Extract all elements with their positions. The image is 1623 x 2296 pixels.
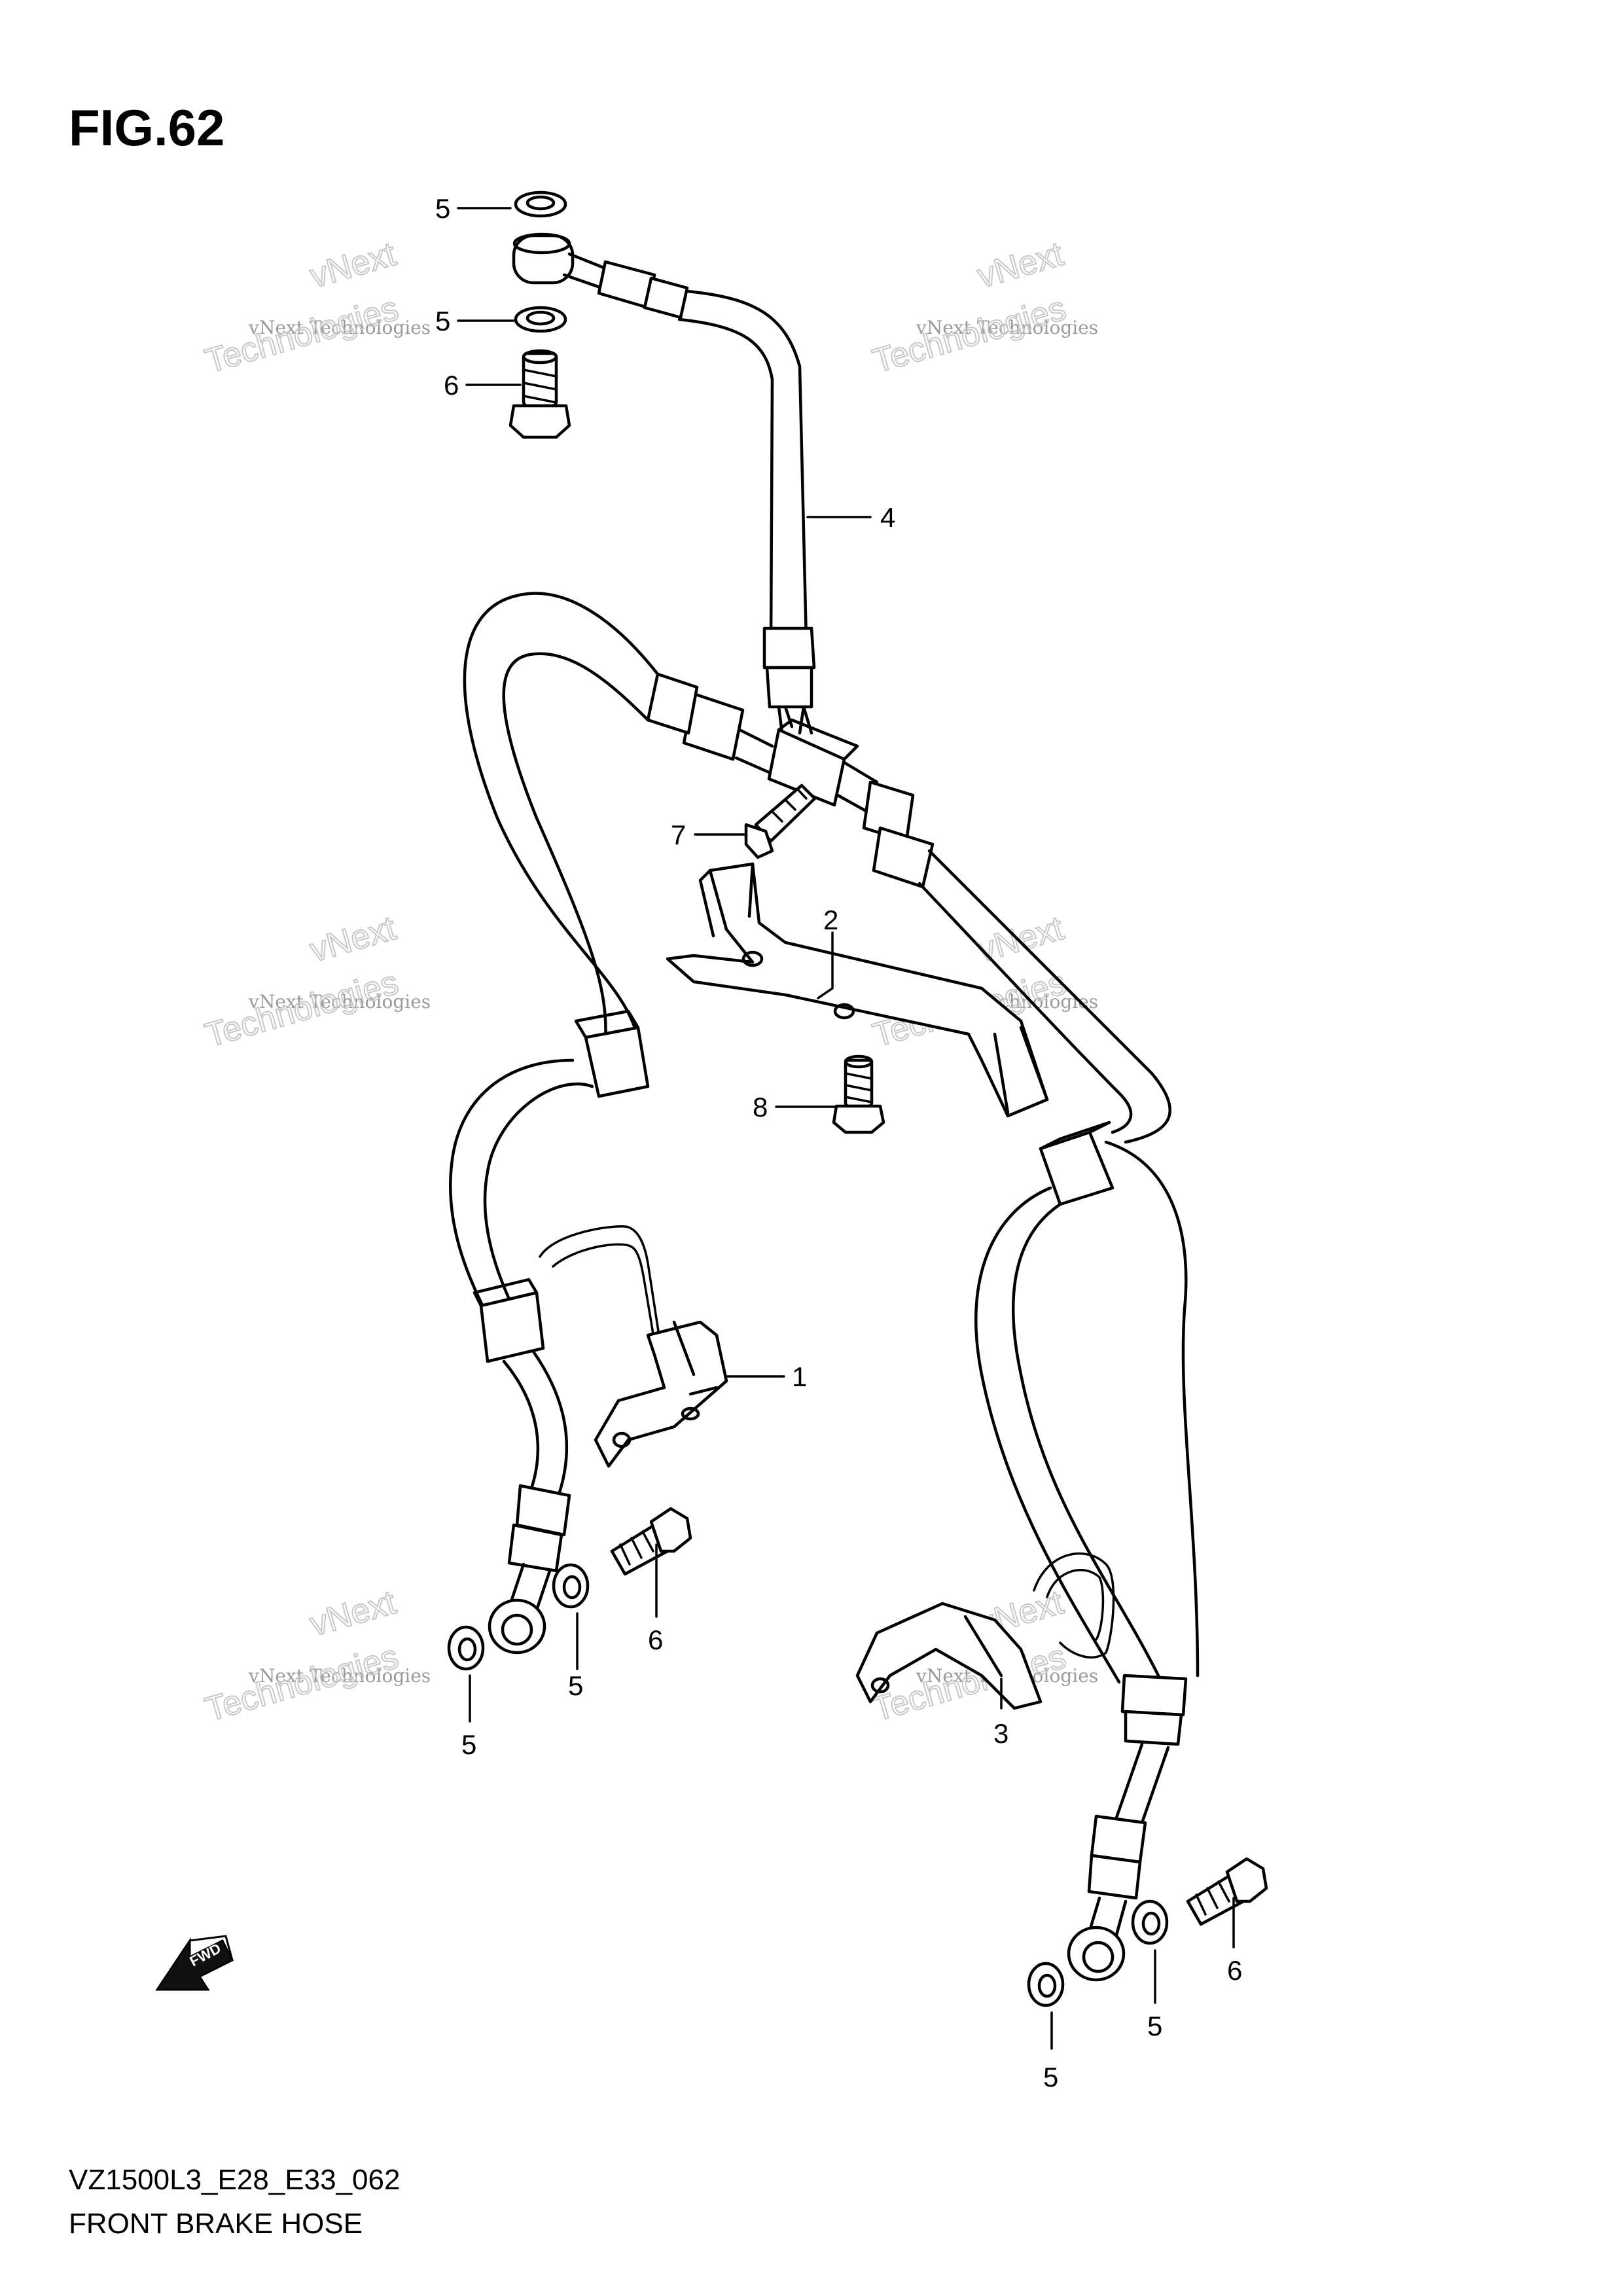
union-bolt-left bbox=[610, 1507, 692, 1576]
union-bolt-top bbox=[508, 349, 571, 439]
callout-3: 3 bbox=[993, 1718, 1008, 1749]
callout-6-right: 6 bbox=[1227, 1955, 1242, 1986]
washer-left-2 bbox=[447, 1625, 485, 1671]
callout-2: 2 bbox=[823, 905, 838, 935]
fwd-arrow-icon: FWD bbox=[155, 1935, 234, 1991]
callout-4: 4 bbox=[880, 502, 895, 533]
callout-5-left-lower: 5 bbox=[461, 1729, 476, 1760]
watermark-logo-line1: vNext bbox=[306, 909, 400, 970]
watermark-group: vNext Technologies vNext Technologies vN… bbox=[200, 234, 1098, 1730]
upper-brake-hose bbox=[512, 232, 816, 735]
washer-top-1 bbox=[514, 190, 567, 218]
callout-6-top: 6 bbox=[444, 370, 459, 401]
watermark-logo-line1: vNext bbox=[306, 1583, 400, 1644]
diagram-code: VZ1500L3_E28_E33_062 bbox=[69, 2164, 400, 2196]
washer-left-1 bbox=[552, 1563, 590, 1609]
callout-8: 8 bbox=[753, 1092, 768, 1122]
watermark-logo-line1: vNext bbox=[973, 235, 1067, 296]
union-bolt-right bbox=[1186, 1857, 1268, 1926]
callout-5-top: 5 bbox=[435, 193, 450, 224]
callout-5-left-upper: 5 bbox=[568, 1670, 583, 1701]
watermark-text: vNext Technologies bbox=[916, 317, 1098, 338]
watermark-text: vNext Technologies bbox=[248, 991, 431, 1013]
watermark-logo-line1: vNext bbox=[306, 235, 400, 296]
watermark-logo-line1: vNext bbox=[973, 909, 1067, 970]
right-brake-hose bbox=[862, 780, 1200, 1982]
figure-title: FIG.62 bbox=[69, 99, 224, 156]
callouts: 5 5 6 4 7 2 8 1 6 5 5 3 6 5 5 bbox=[435, 193, 1242, 2092]
bolt-7 bbox=[744, 783, 817, 859]
diagram-name: FRONT BRAKE HOSE bbox=[69, 2208, 363, 2240]
bracket-2 bbox=[666, 862, 1049, 1118]
clamp-1 bbox=[539, 1225, 728, 1468]
left-brake-hose bbox=[449, 592, 745, 1655]
callout-1: 1 bbox=[792, 1361, 807, 1392]
washer-right-1 bbox=[1131, 1899, 1169, 1945]
callout-5-right-upper: 5 bbox=[1147, 2011, 1162, 2041]
callout-5-top-second: 5 bbox=[435, 306, 450, 336]
callout-7: 7 bbox=[671, 819, 686, 850]
washer-right-2 bbox=[1027, 1962, 1065, 2007]
washer-top-2 bbox=[514, 306, 567, 333]
bracket-3 bbox=[855, 1552, 1115, 1710]
watermark-text: vNext Technologies bbox=[248, 317, 431, 338]
callout-5-right-lower: 5 bbox=[1043, 2062, 1058, 2092]
callout-6-left: 6 bbox=[648, 1624, 663, 1655]
three-way-joint bbox=[734, 705, 879, 814]
watermark-text: vNext Technologies bbox=[248, 1665, 431, 1687]
bolt-8 bbox=[832, 1054, 885, 1134]
